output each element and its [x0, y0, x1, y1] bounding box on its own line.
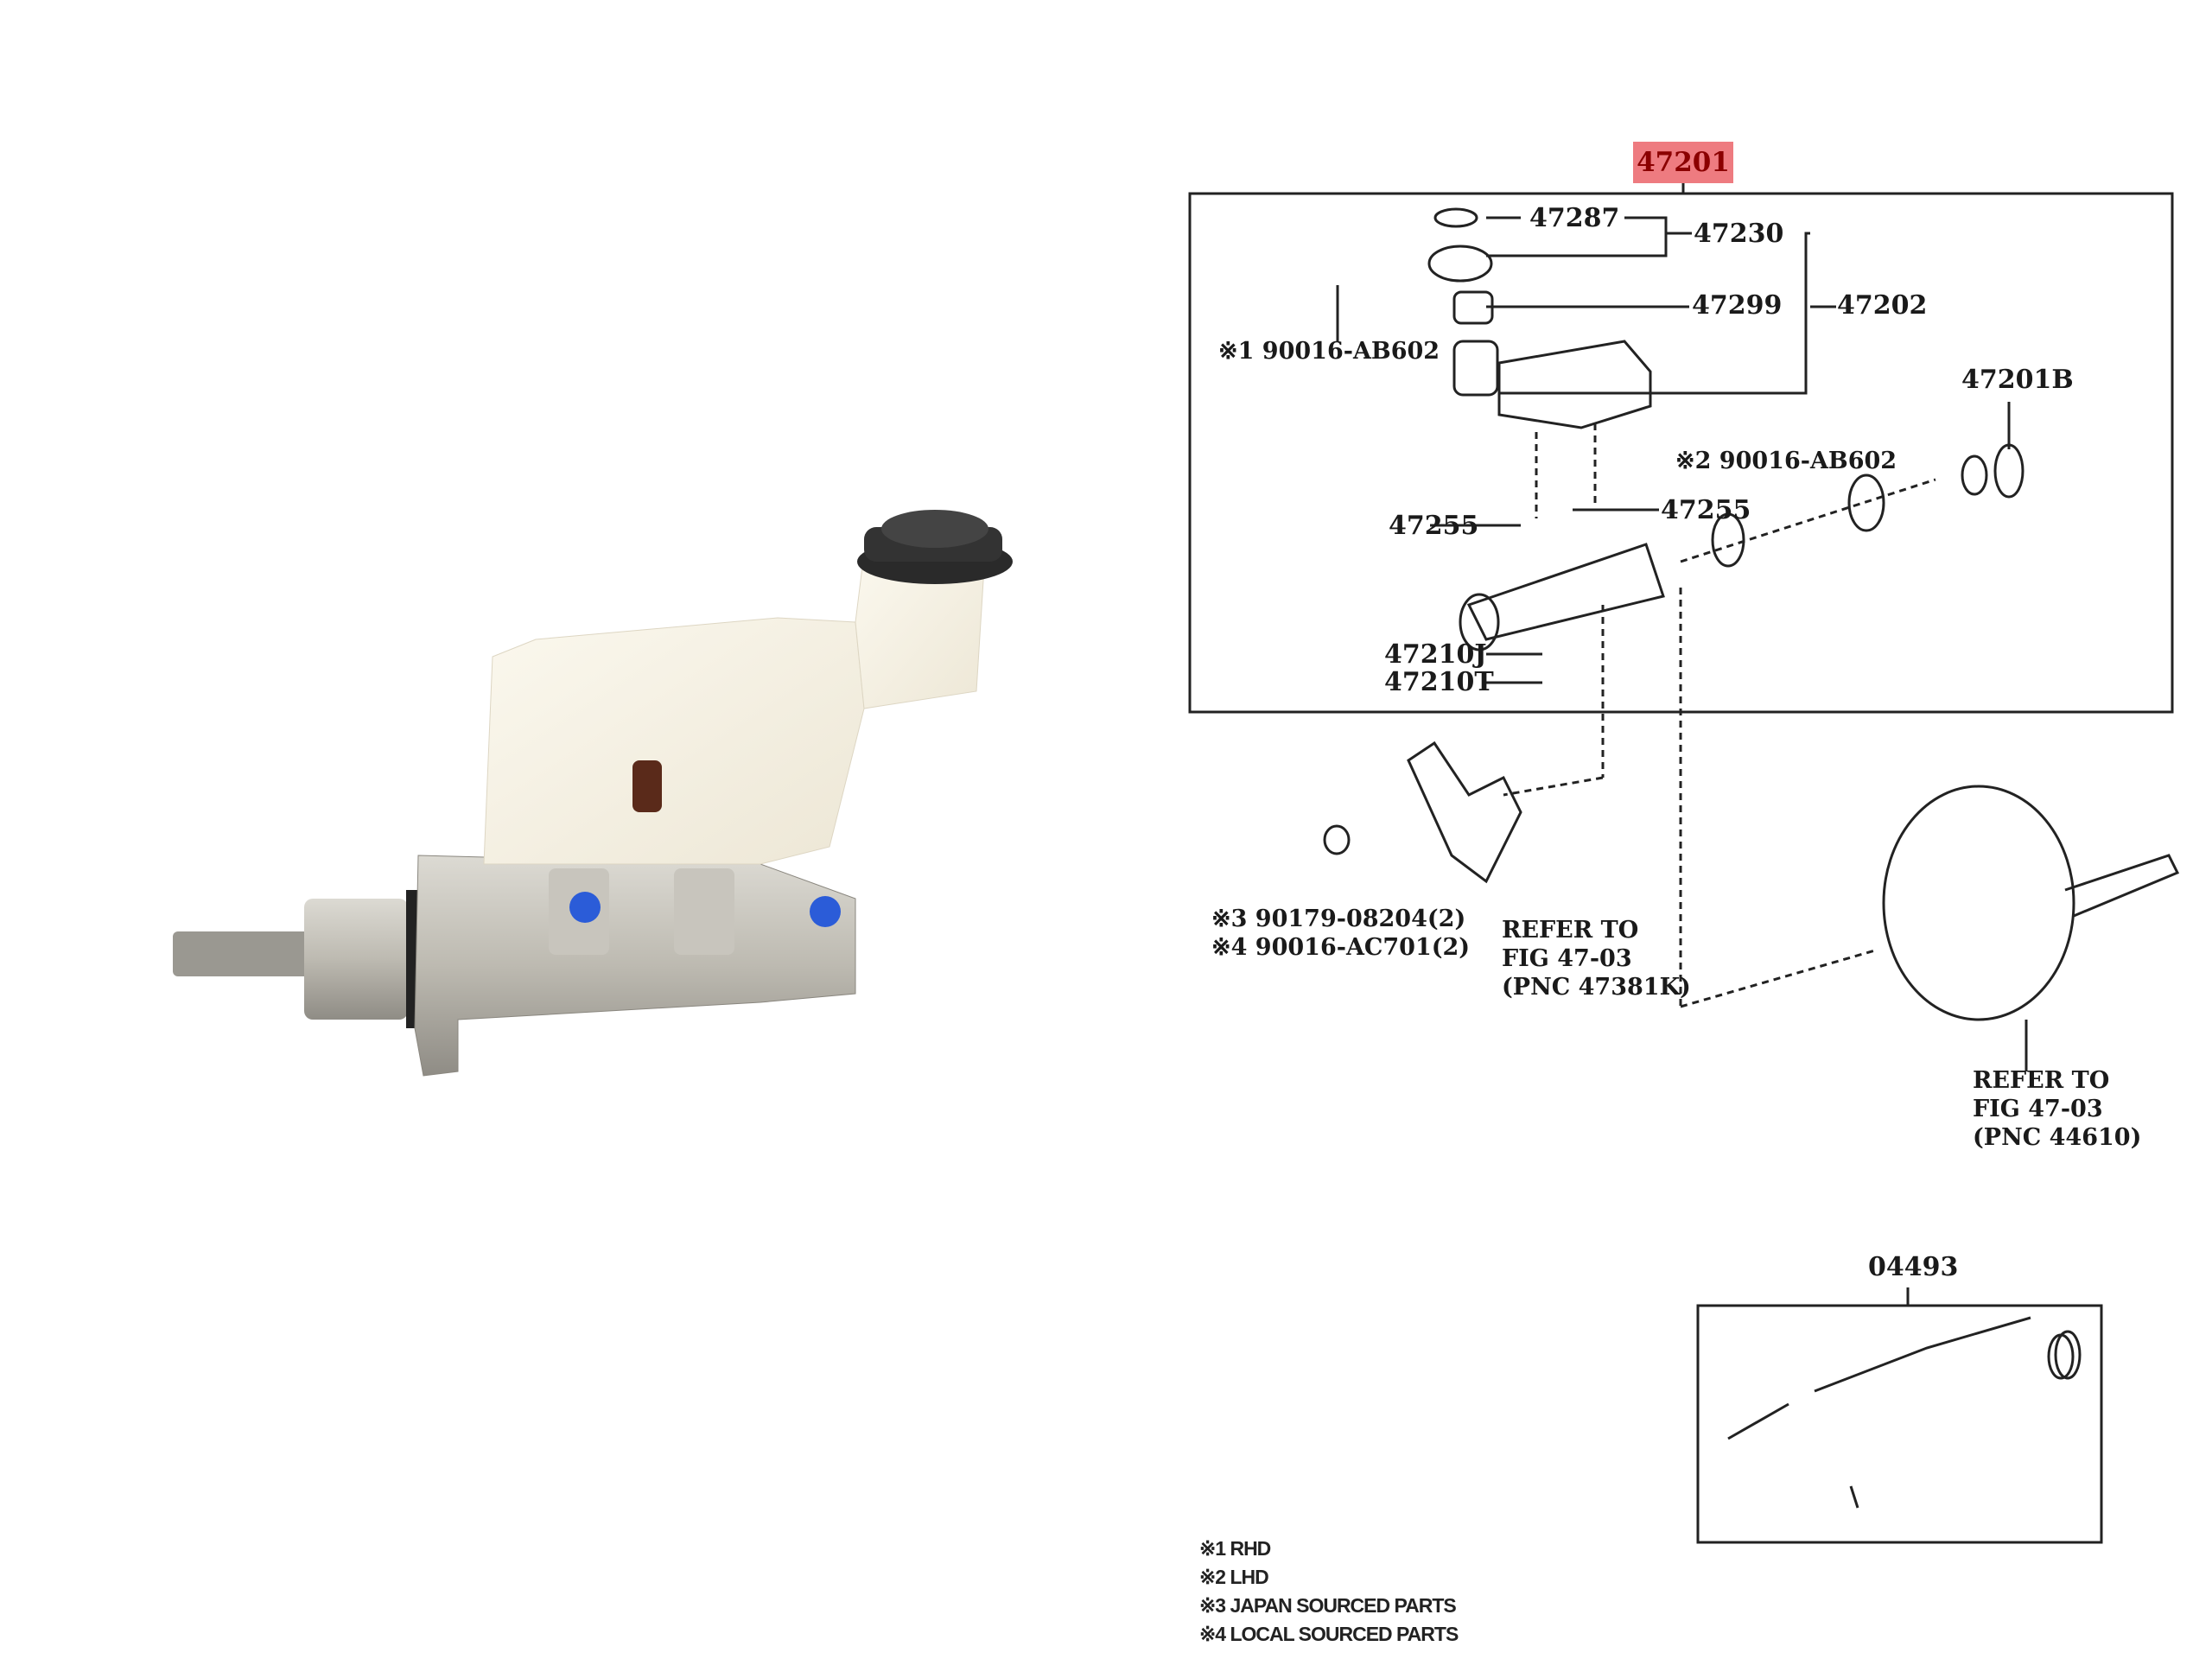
refer-booster-note: REFER TO FIG 47-03 (PNC 44610): [1973, 1067, 2142, 1151]
label-bolt-japan[interactable]: ※3 90179-08204(2): [1211, 906, 1466, 932]
label-47299[interactable]: 47299: [1692, 290, 1783, 321]
brake-booster: [1882, 785, 2075, 1021]
label-47230[interactable]: 47230: [1694, 219, 1784, 249]
label-47287[interactable]: 47287: [1529, 203, 1620, 233]
label-47201b[interactable]: 47201B: [1961, 365, 2074, 395]
label-kit-04493[interactable]: 04493: [1868, 1252, 1959, 1282]
legend-item: ※3 JAPAN SOURCED PARTS: [1199, 1594, 1457, 1617]
label-47255-right[interactable]: 47255: [1661, 495, 1751, 525]
footnote-legend: ※1 RHD ※2 LHD ※3 JAPAN SOURCED PARTS ※4 …: [1199, 1535, 1459, 1649]
label-47210j[interactable]: 47210J: [1384, 639, 1487, 670]
label-47255-left[interactable]: 47255: [1389, 511, 1479, 541]
label-screw-rhd[interactable]: ※1 90016-AB602: [1218, 338, 1440, 365]
label-bolt-local[interactable]: ※4 90016-AC701(2): [1211, 934, 1471, 961]
label-screw-lhd[interactable]: ※2 90016-AB602: [1675, 448, 1897, 474]
assembly-number-highlight[interactable]: 47201: [1633, 142, 1733, 183]
label-47202[interactable]: 47202: [1837, 290, 1928, 321]
master-cylinder-photo: [173, 510, 1013, 1077]
legend-item: ※1 RHD: [1199, 1537, 1271, 1560]
refer-bracket-note: REFER TO FIG 47-03 (PNC 47381K): [1502, 917, 1691, 1001]
kit-box: [1696, 1304, 2103, 1544]
legend-item: ※2 LHD: [1199, 1566, 1269, 1588]
label-47210t[interactable]: 47210T: [1384, 667, 1494, 697]
legend-item: ※4 LOCAL SOURCED PARTS: [1199, 1623, 1459, 1645]
